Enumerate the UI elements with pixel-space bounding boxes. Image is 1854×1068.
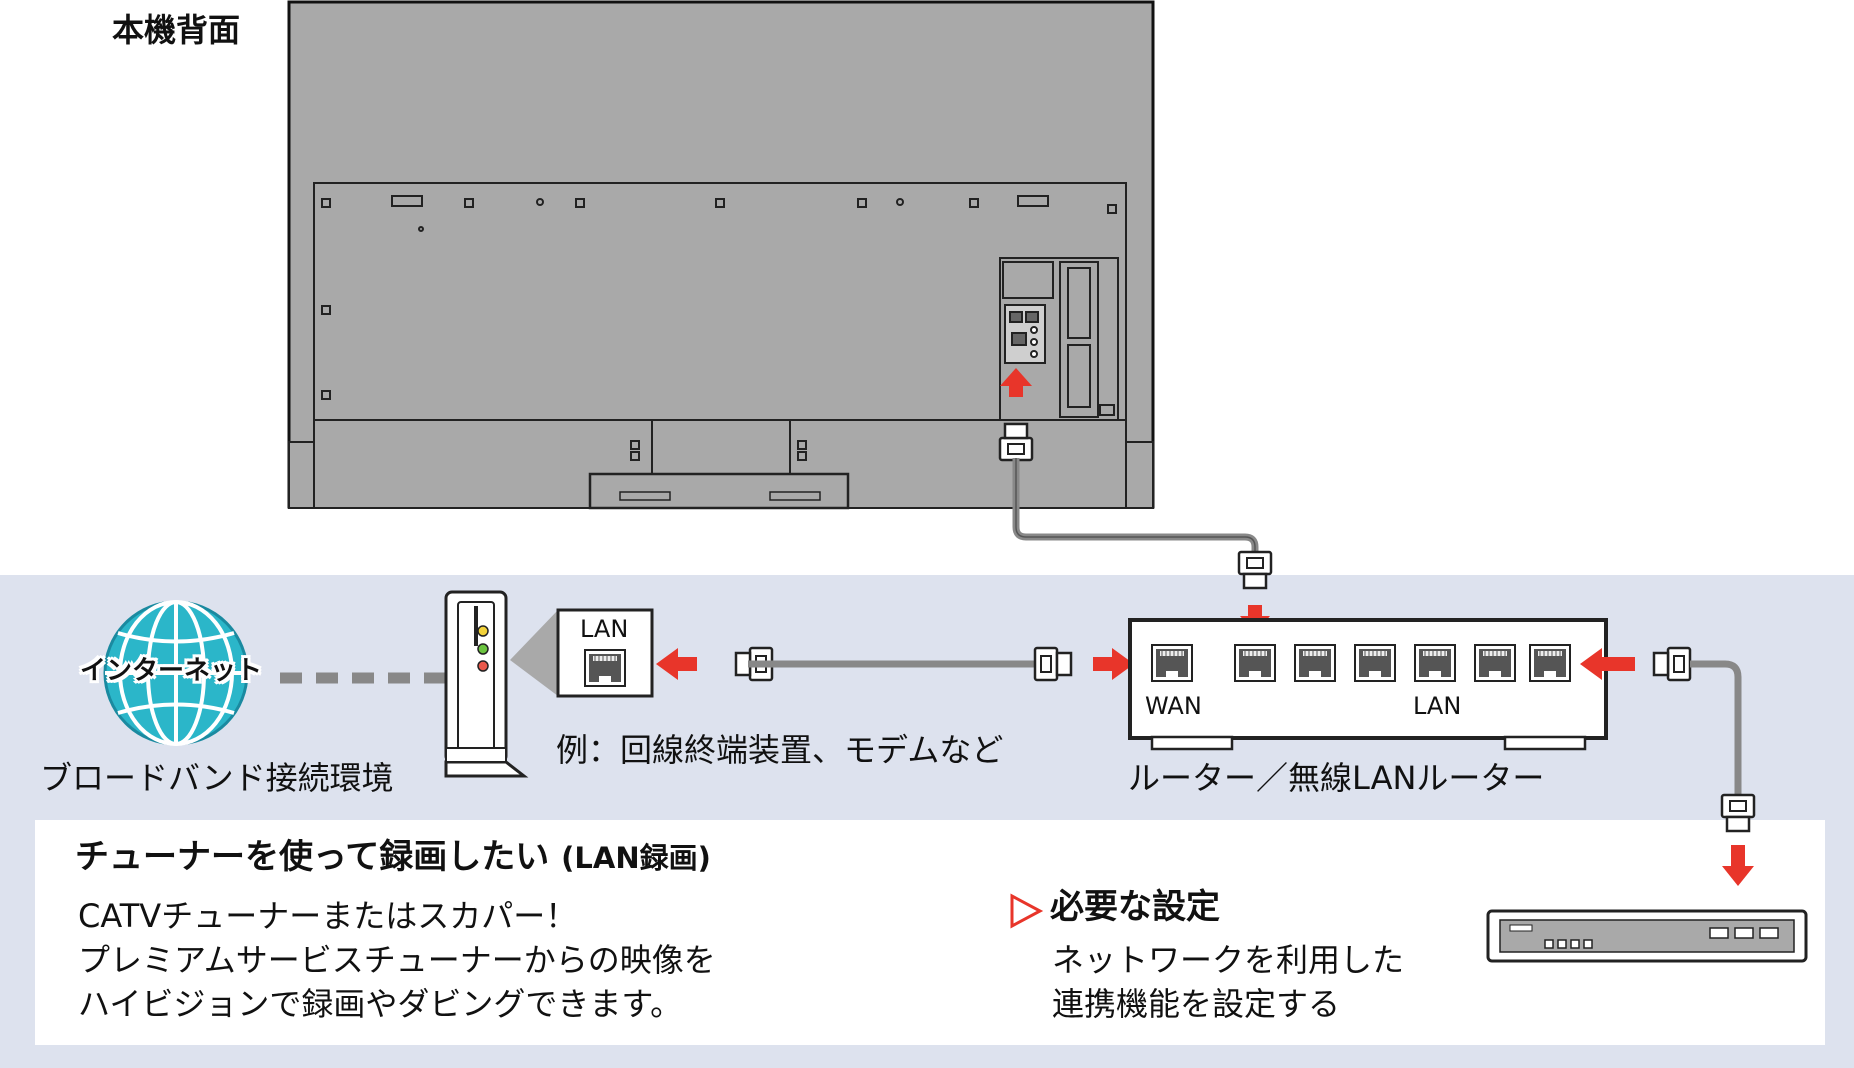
arrow-icon [1580, 648, 1635, 680]
info-title-main: チューナーを使って録画したい [75, 837, 550, 877]
info-line-2: プレミアムサービスチューナーからの映像を [78, 941, 716, 979]
router-lan-label: LAN [1413, 692, 1462, 720]
globe-icon [103, 600, 249, 746]
broadband-caption: ブロードバンド接続環境 [40, 759, 394, 797]
internet-label: インターネット [80, 656, 263, 686]
modem-caption: 例：回線終端装置、モデムなど [556, 731, 1004, 769]
info-title-suffix: (LAN録画) [561, 841, 711, 875]
settings-line-1: ネットワークを利用した [1052, 941, 1405, 979]
tv-label: 本機背面 [112, 11, 241, 49]
arrow-icon [656, 648, 697, 680]
modem-icon [444, 590, 529, 778]
tuner-icon [1486, 909, 1808, 963]
arrow-icon [1093, 648, 1134, 680]
arrow-icon [1722, 845, 1754, 886]
settings-title: 必要な設定 [1050, 887, 1220, 927]
settings-line-2: 連携機能を設定する [1052, 985, 1341, 1023]
modem-lan-port [556, 608, 654, 698]
modem-port-label: LAN [580, 615, 629, 643]
triangle-icon [1010, 893, 1044, 929]
arrow-icon [1000, 368, 1032, 397]
info-line-1: CATVチューナーまたはスカパー！ [78, 897, 578, 935]
info-line-3: ハイビジョンで録画やダビングできます。 [78, 985, 683, 1023]
router-icon [1128, 618, 1608, 751]
info-title: チューナーを使って録画したい (LAN録画) [75, 837, 711, 877]
router-caption: ルーター／無線LANルーター [1128, 759, 1545, 797]
router-wan-label: WAN [1145, 692, 1202, 720]
